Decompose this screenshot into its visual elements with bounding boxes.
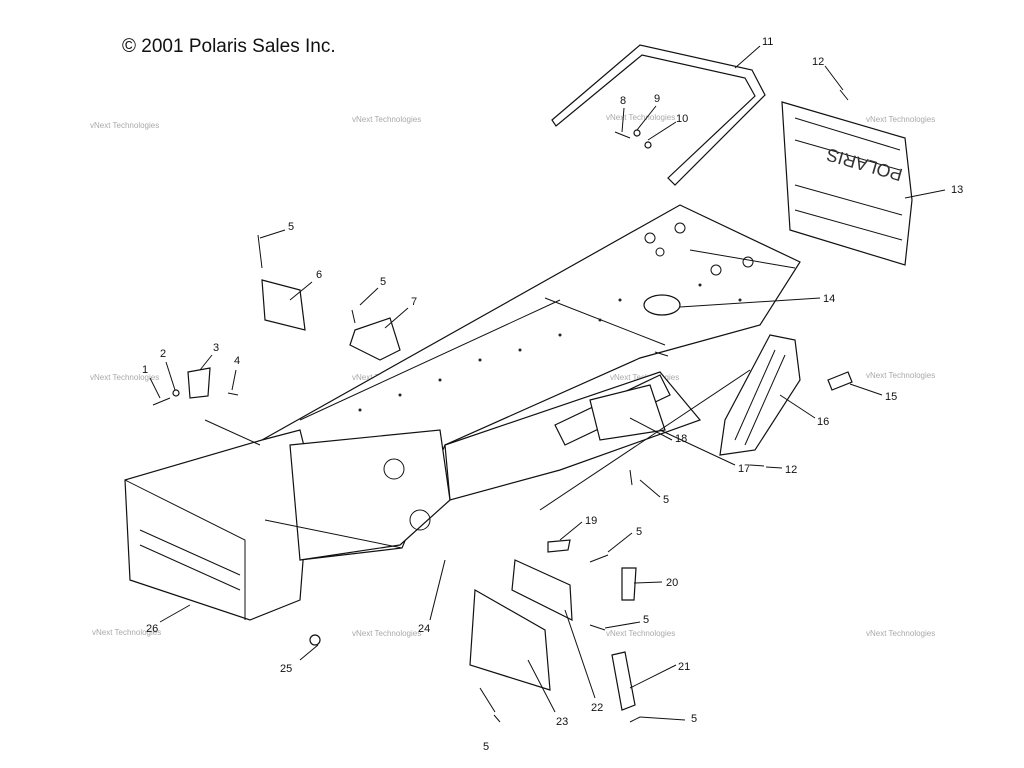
watermark-12: vNext Technologies bbox=[866, 629, 935, 638]
callout-18: 18 bbox=[675, 433, 687, 445]
callout-8: 8 bbox=[620, 95, 626, 107]
callout-13: 13 bbox=[951, 184, 963, 196]
strap-21 bbox=[611, 651, 636, 711]
chassis-frame bbox=[124, 204, 801, 621]
watermark-9: vNext Technologies bbox=[92, 628, 161, 637]
callout-6: 6 bbox=[316, 269, 322, 281]
callout-5g: 5 bbox=[483, 741, 489, 753]
callout-2: 2 bbox=[160, 348, 166, 360]
callout-12b: 12 bbox=[785, 464, 797, 476]
callout-5e: 5 bbox=[643, 614, 649, 626]
copyright-notice: © 2001 Polaris Sales Inc. bbox=[122, 36, 336, 57]
callout-21: 21 bbox=[678, 661, 690, 673]
callout-5f: 5 bbox=[691, 713, 697, 725]
watermark-2: vNext Technologies bbox=[352, 115, 421, 124]
watermark-3: vNext Technologies bbox=[606, 113, 675, 122]
pad-19 bbox=[547, 539, 571, 553]
callout-5b: 5 bbox=[380, 276, 386, 288]
callout-22: 22 bbox=[591, 702, 603, 714]
callout-5a: 5 bbox=[288, 221, 294, 233]
bracket-6 bbox=[261, 279, 306, 331]
callout-10: 10 bbox=[676, 113, 688, 125]
callout-24: 24 bbox=[418, 623, 430, 635]
watermark-5: vNext Technologies bbox=[90, 373, 159, 382]
rear-bumper bbox=[551, 44, 766, 186]
callout-16: 16 bbox=[817, 416, 829, 428]
watermark-4: vNext Technologies bbox=[866, 115, 935, 124]
bracket-23 bbox=[469, 589, 551, 691]
callout-5d: 5 bbox=[636, 526, 642, 538]
clip-20 bbox=[621, 567, 637, 601]
bracket-22 bbox=[511, 559, 573, 621]
callout-1: 1 bbox=[142, 364, 148, 376]
callout-23: 23 bbox=[556, 716, 568, 728]
callout-3: 3 bbox=[213, 342, 219, 354]
footrest bbox=[719, 334, 801, 456]
leader-lines bbox=[149, 45, 946, 721]
callout-labels: 1 2 3 4 5 5 5 5 5 5 5 6 7 8 9 10 11 12 1… bbox=[142, 36, 963, 753]
small-parts bbox=[152, 89, 853, 723]
callout-4: 4 bbox=[234, 355, 240, 367]
callout-15: 15 bbox=[885, 391, 897, 403]
callout-7: 7 bbox=[411, 296, 417, 308]
callout-5c: 5 bbox=[663, 494, 669, 506]
callout-26: 26 bbox=[146, 623, 158, 635]
callout-19: 19 bbox=[585, 515, 597, 527]
watermark-1: vNext Technologies bbox=[90, 121, 159, 130]
callout-25: 25 bbox=[280, 663, 292, 675]
snow-flap: POLARIS bbox=[781, 101, 913, 266]
callout-9: 9 bbox=[654, 93, 660, 105]
watermark-10: vNext Technologies bbox=[352, 629, 421, 638]
plate-3 bbox=[187, 367, 211, 399]
callout-17: 17 bbox=[738, 463, 750, 475]
plug-25 bbox=[309, 634, 321, 646]
callout-14: 14 bbox=[823, 293, 835, 305]
watermark-8: vNext Technologies bbox=[866, 371, 935, 380]
bracket-7 bbox=[349, 317, 401, 361]
watermark-11: vNext Technologies bbox=[606, 629, 675, 638]
callout-11: 11 bbox=[762, 36, 773, 48]
callout-20: 20 bbox=[666, 577, 678, 589]
callout-12a: 12 bbox=[812, 56, 824, 68]
reflector-15 bbox=[827, 371, 853, 391]
